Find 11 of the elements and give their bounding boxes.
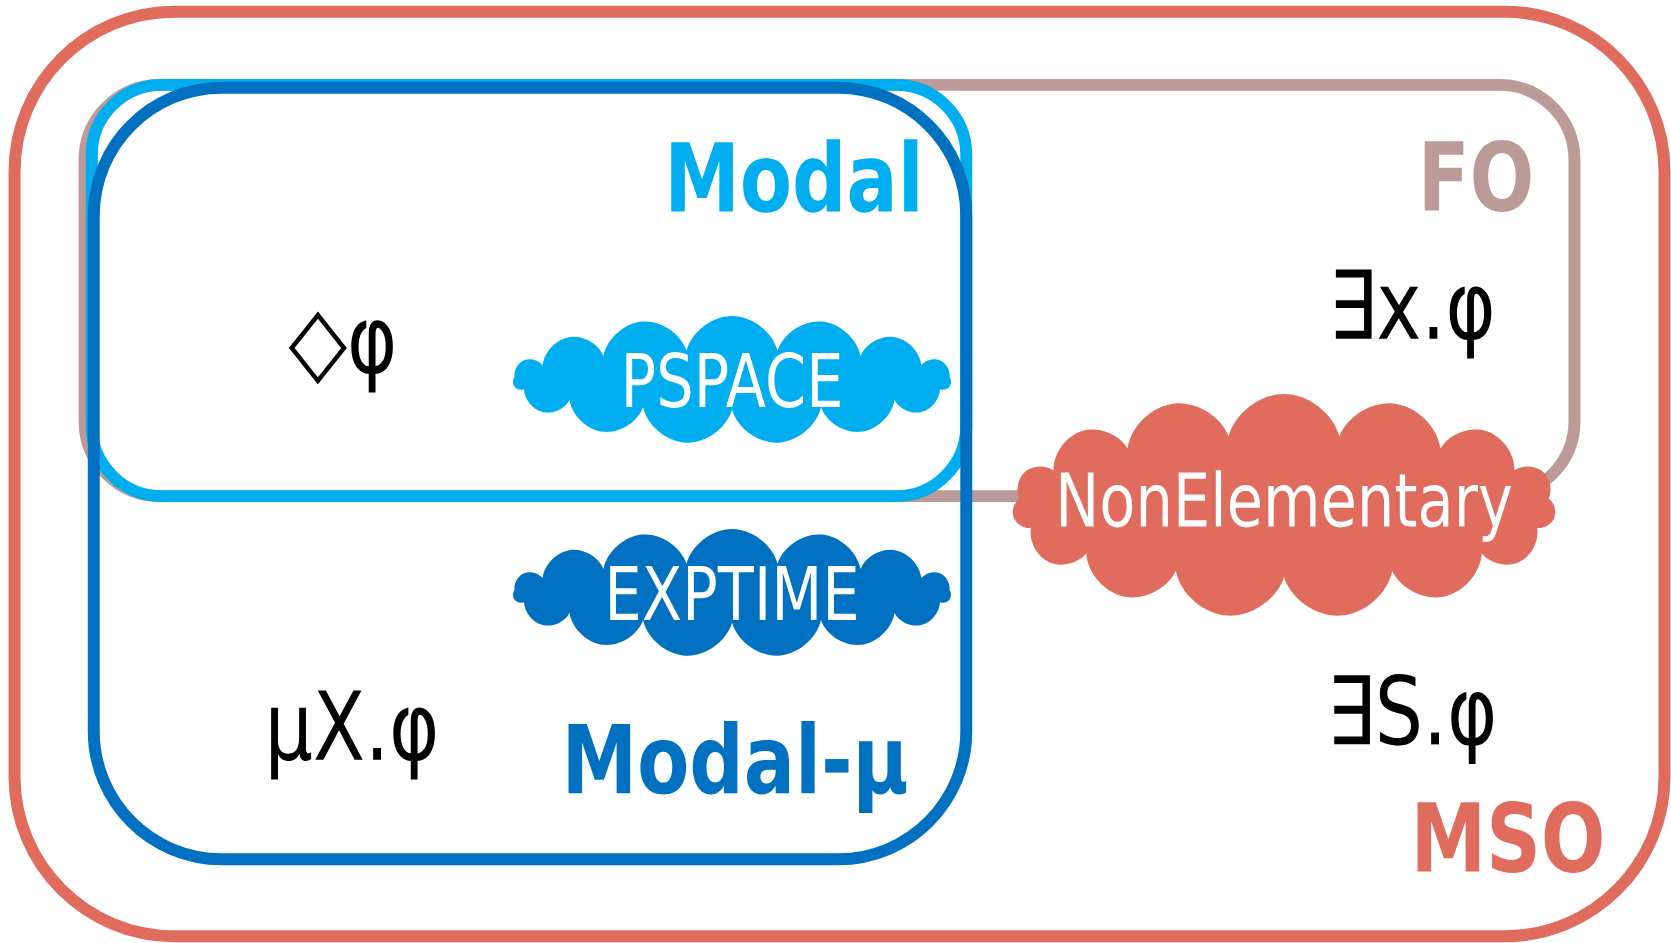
cloud: NonElementary: [1012, 393, 1556, 616]
formula-label: μX.φ: [271, 690, 435, 780]
region-title: FO: [1424, 140, 1531, 212]
cloud: EXPTIME: [513, 528, 951, 656]
region-title: Modal: [671, 139, 918, 213]
formula-label: ∃S.φ: [1334, 673, 1493, 765]
region-title: MSO: [1417, 801, 1602, 873]
formula-label: ∃x.φ: [1335, 269, 1492, 359]
cloud: PSPACE: [513, 315, 951, 443]
formula-label: ◇φ: [288, 311, 393, 393]
region-title: Modal-μ: [568, 721, 907, 813]
